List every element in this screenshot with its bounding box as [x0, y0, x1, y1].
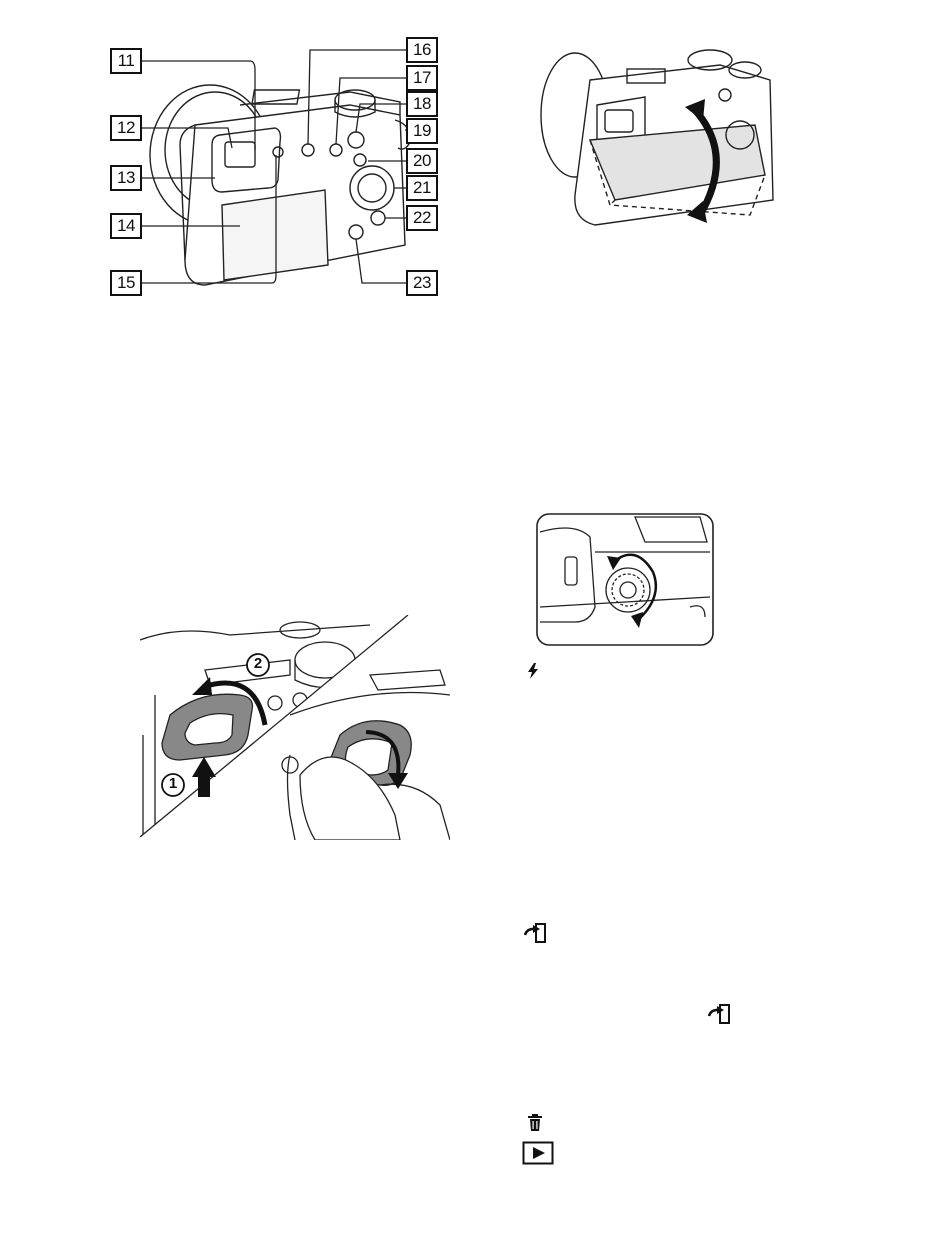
callout-22: 22	[406, 205, 438, 231]
callout-12: 12	[110, 115, 142, 141]
step-1-label: 1	[166, 775, 180, 792]
flash-icon	[527, 663, 539, 679]
callout-17: 17	[406, 65, 438, 91]
send-to-smartphone-icon	[523, 923, 549, 943]
callout-16: 16	[406, 37, 438, 63]
callout-13: 13	[110, 165, 142, 191]
callout-20: 20	[406, 148, 438, 174]
callout-23: 23	[406, 270, 438, 296]
trash-icon	[527, 1114, 543, 1132]
callout-19: 19	[406, 118, 438, 144]
diopter-dial-diagram	[535, 512, 715, 647]
callout-18: 18	[406, 91, 438, 117]
callout-15: 15	[110, 270, 142, 296]
callout-11: 11	[110, 48, 142, 74]
callout-14: 14	[110, 213, 142, 239]
playback-icon	[522, 1141, 554, 1165]
step-2-label: 2	[251, 655, 265, 672]
eyecup-removal-diagram	[140, 615, 450, 840]
callout-21: 21	[406, 175, 438, 201]
tilting-monitor-diagram	[535, 35, 785, 240]
send-to-smartphone-icon	[707, 1004, 733, 1024]
